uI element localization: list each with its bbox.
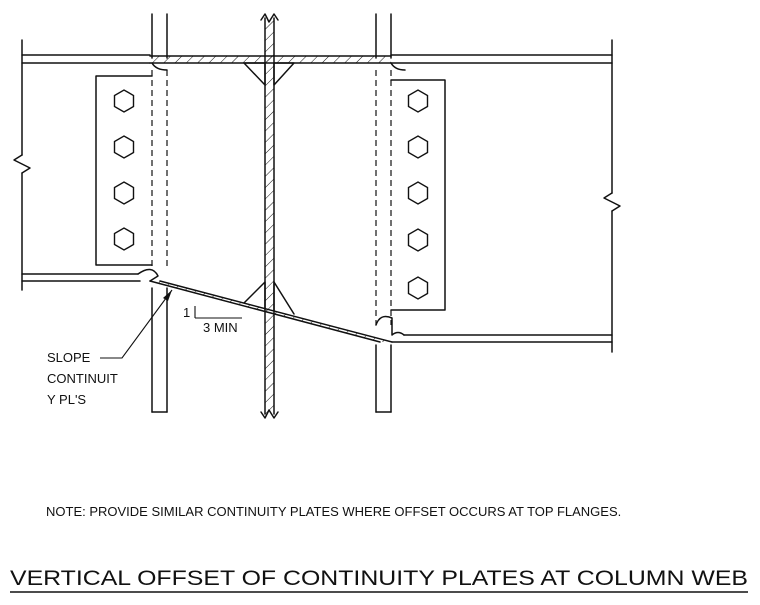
drawing-note: NOTE: PROVIDE SIMILAR CONTINUITY PLATES …	[46, 504, 621, 519]
slope-indicator: 1 3 MIN	[183, 305, 242, 335]
slope-rise-label: 1	[183, 305, 190, 320]
column-left-flange	[151, 13, 168, 413]
left-beam	[13, 39, 168, 291]
drawing-title: VERTICAL OFFSET OF CONTINUITY PLATES AT …	[10, 567, 748, 590]
top-continuity-plate	[149, 55, 392, 64]
sloped-continuity-plate	[149, 280, 393, 343]
hexagon-bolt-icon	[113, 227, 135, 251]
hexagon-bolt-icon	[113, 135, 135, 159]
left-shear-tab	[95, 75, 153, 266]
column-right-flange	[375, 13, 392, 413]
slope-label-line-3: Y PL'S	[47, 392, 86, 407]
right-shear-tab	[390, 79, 446, 311]
hexagon-bolt-icon	[407, 276, 429, 300]
hexagon-bolt-icon	[113, 181, 135, 205]
slope-run-label: 3 MIN	[203, 320, 238, 335]
hexagon-bolt-icon	[407, 89, 429, 113]
break-line-icon	[603, 192, 621, 212]
hexagon-bolt-icon	[407, 228, 429, 252]
break-line-icon	[13, 154, 31, 174]
hexagon-bolt-icon	[407, 135, 429, 159]
right-beam	[375, 39, 621, 353]
column-web	[260, 13, 279, 419]
hexagon-bolt-icon	[407, 181, 429, 205]
slope-label-line-1: SLOPE	[47, 350, 91, 365]
hexagon-bolt-icon	[113, 89, 135, 113]
slope-label-line-2: CONTINUIT	[47, 371, 118, 386]
fillet-weld-icon	[243, 62, 295, 315]
slope-label-callout: SLOPE CONTINUIT Y PL'S	[47, 289, 173, 407]
bolt-group	[113, 89, 429, 300]
